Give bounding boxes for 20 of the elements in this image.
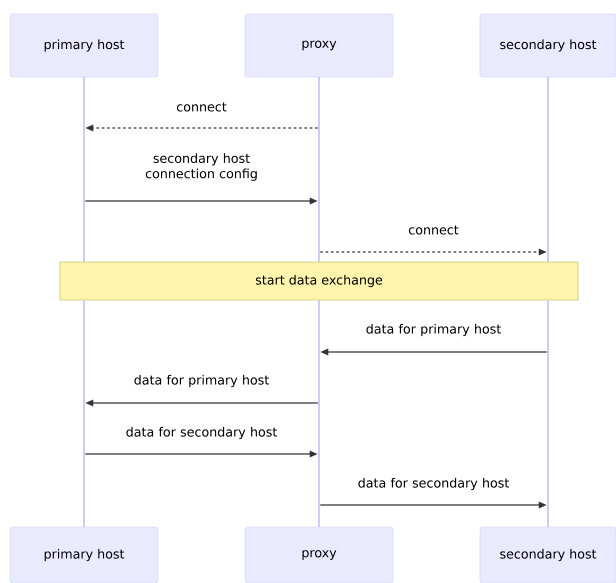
- participant-box: proxy: [244, 14, 394, 78]
- lifeline: [318, 77, 320, 262]
- lifeline: [83, 77, 85, 262]
- message-label: data for secondary host: [358, 478, 510, 490]
- participant-box: secondary host: [480, 14, 616, 78]
- lifeline: [547, 77, 549, 262]
- message-label: secondary host connection config: [146, 153, 257, 181]
- message-label: connect: [176, 102, 226, 112]
- participant-box: proxy: [244, 526, 394, 583]
- note-box: start data exchange: [60, 262, 578, 300]
- message-label: data for primary host: [134, 374, 269, 388]
- lifeline: [83, 300, 85, 527]
- participant-box: secondary host: [480, 526, 616, 583]
- message-label: data for secondary host: [126, 426, 277, 440]
- participant-box: primary host: [10, 526, 158, 583]
- lifeline: [318, 300, 320, 527]
- message-label: connect: [408, 225, 458, 235]
- lifeline: [547, 300, 549, 527]
- message-label: data for primary host: [366, 324, 501, 336]
- participant-box: primary host: [10, 14, 158, 78]
